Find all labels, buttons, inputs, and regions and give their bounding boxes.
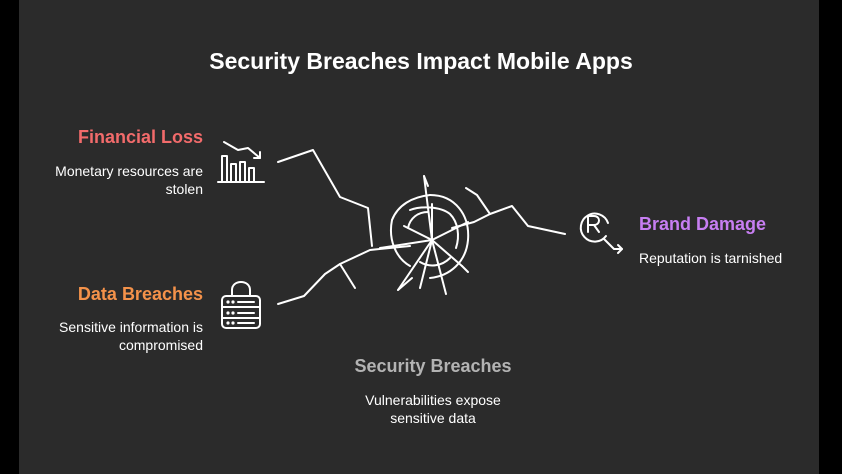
connector-data-breaches-branch (339, 245, 411, 265)
security-breaches-description: Vulnerabilities expose sensitive data (365, 392, 501, 426)
data-breaches-description: Sensitive information is compromised (59, 319, 203, 353)
server-lock-icon (221, 281, 261, 329)
security-breaches-heading: Security Breaches (354, 356, 512, 376)
brand-damage-description: Reputation is tarnished (639, 250, 783, 266)
diagram-title: Security Breaches Impact Mobile Apps (209, 48, 633, 74)
shattered-glass-icon (379, 175, 470, 295)
connector-brand-damage (465, 187, 566, 235)
data-breaches-heading: Data Breaches (77, 284, 203, 304)
diagram-canvas (19, 0, 819, 474)
connector-financial-loss (277, 149, 373, 247)
brand-damage-heading: Brand Damage (639, 214, 767, 234)
connector-data-breaches (277, 263, 356, 305)
declining-bar-chart-icon (217, 141, 265, 183)
financial-loss-heading: Financial Loss (77, 127, 203, 147)
registered-trademark-down-arrow-icon (579, 212, 623, 254)
financial-loss-description: Monetary resources are stolen (55, 163, 203, 197)
